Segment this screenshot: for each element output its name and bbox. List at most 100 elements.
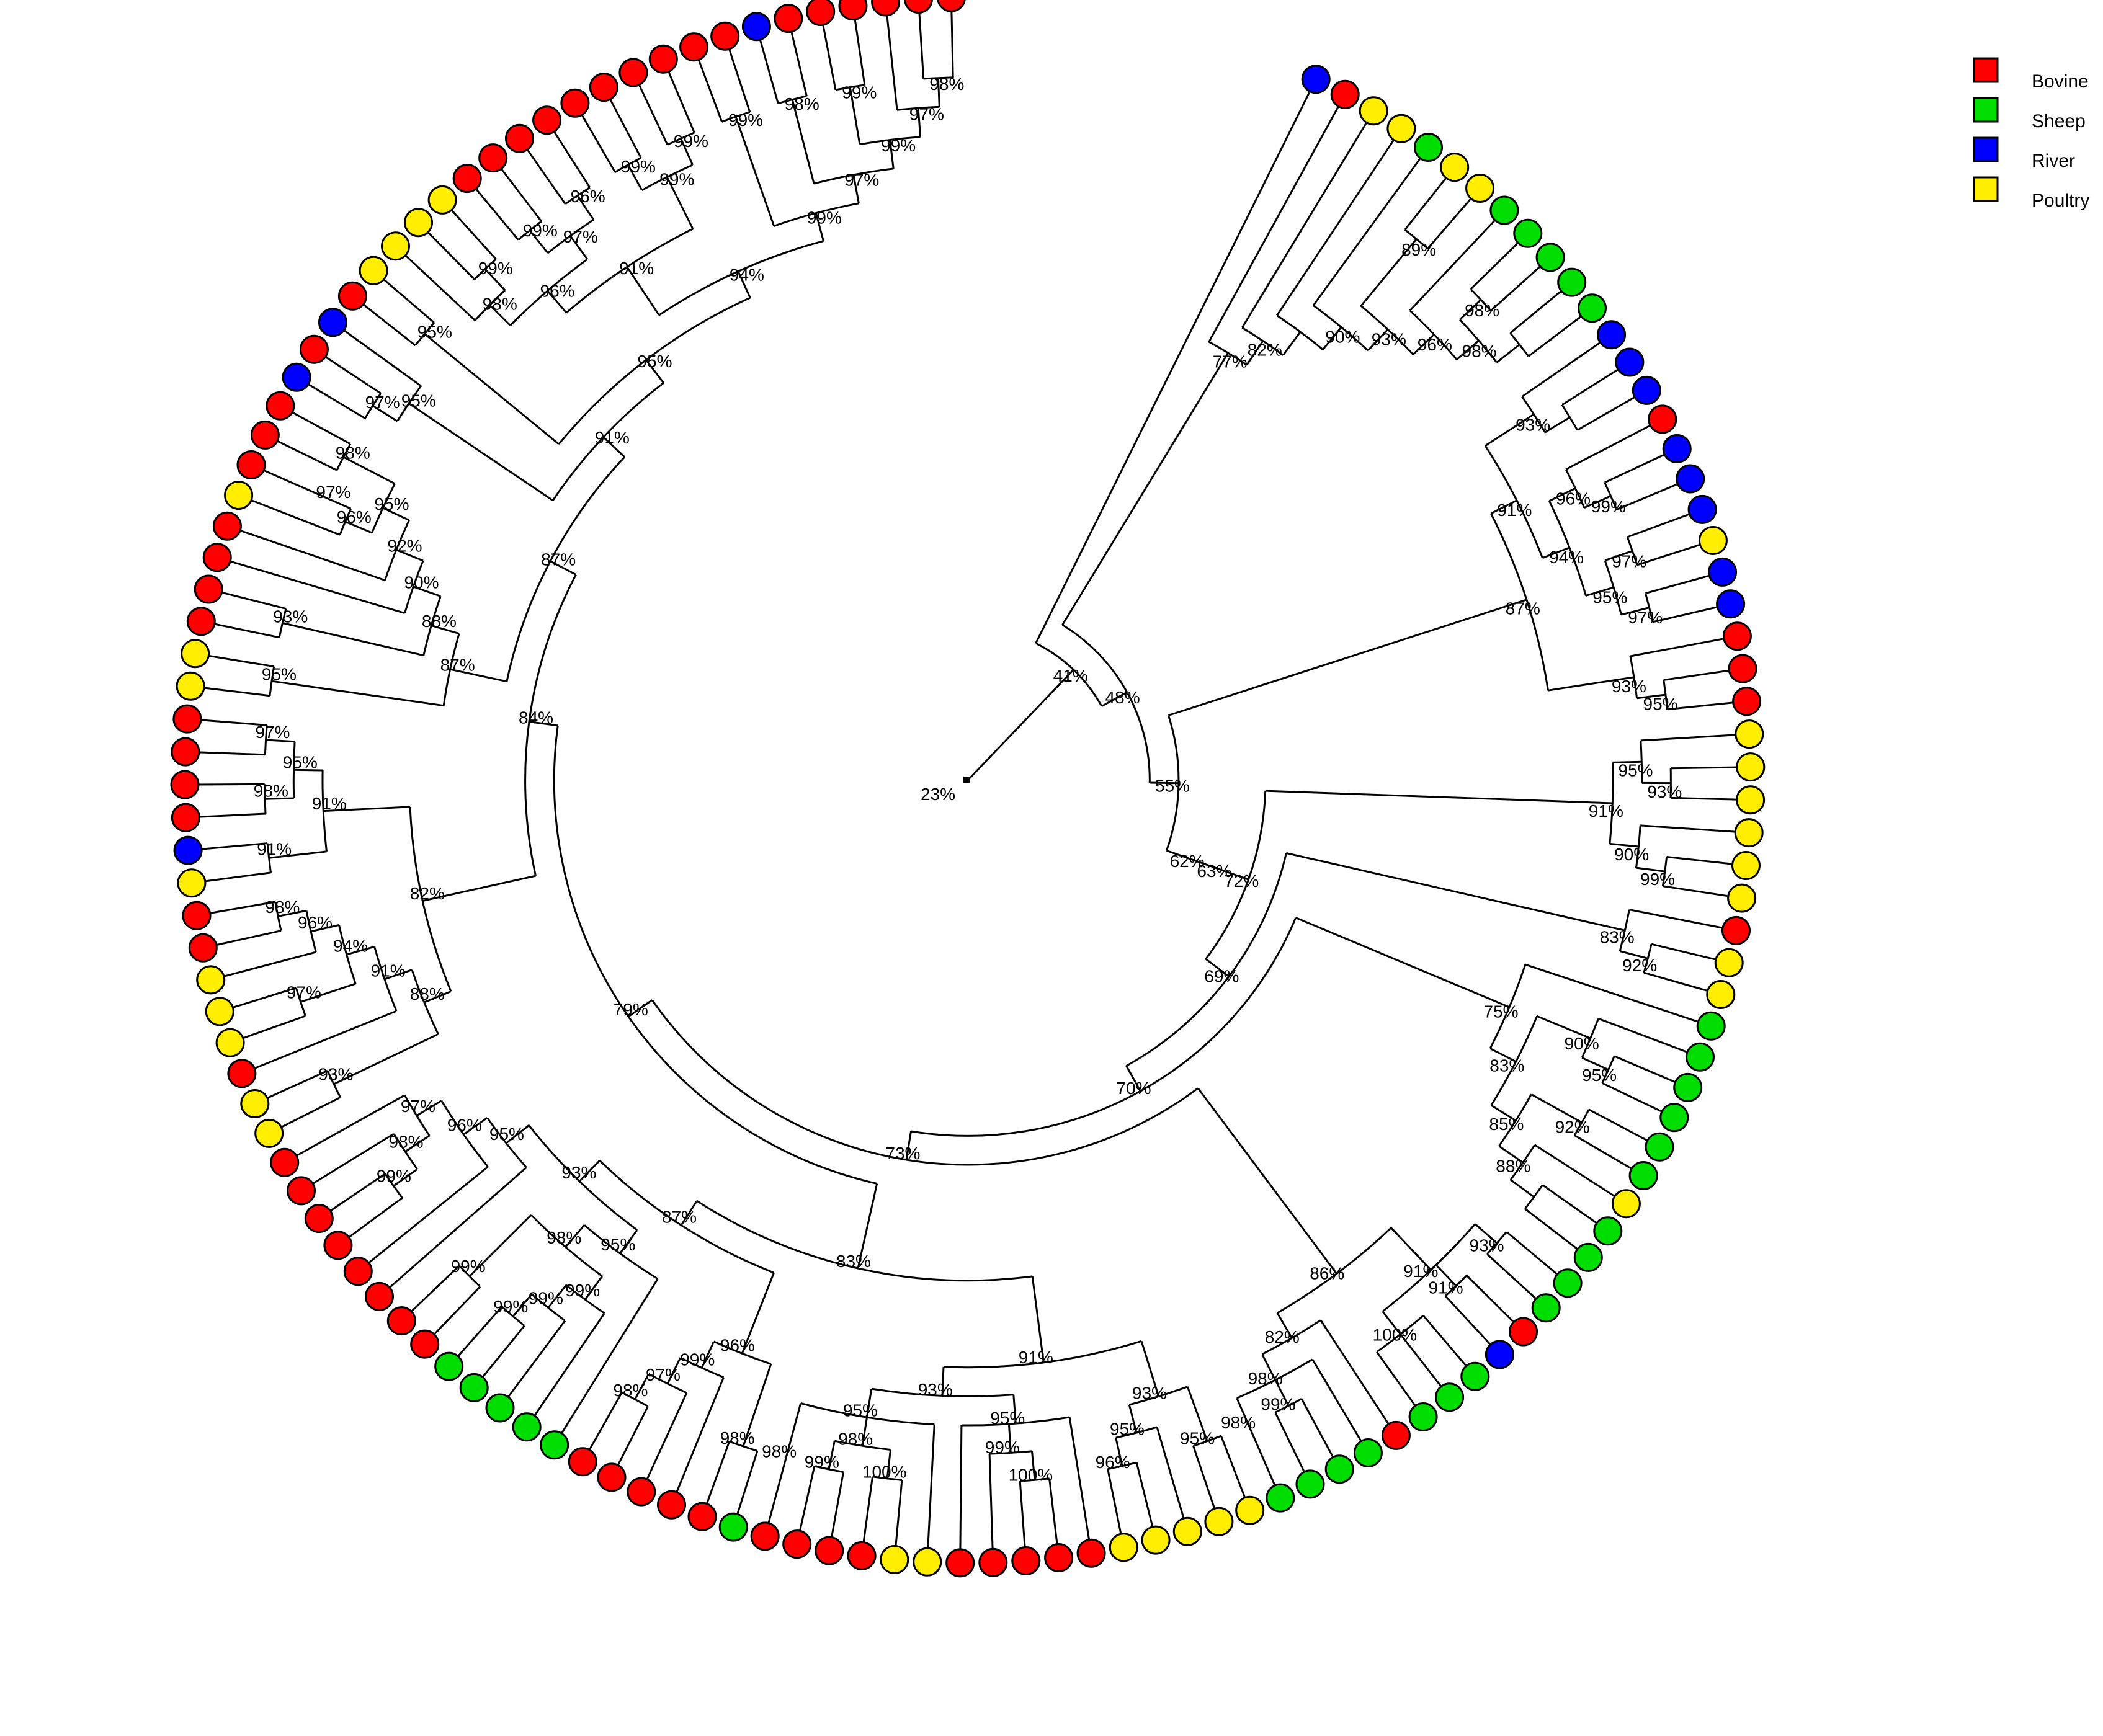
branch bbox=[1670, 796, 1737, 801]
branch bbox=[1498, 1145, 1524, 1164]
support-value: 91% bbox=[619, 259, 654, 278]
branch bbox=[1276, 139, 1395, 316]
branch bbox=[1537, 1015, 1591, 1039]
branch bbox=[308, 383, 366, 419]
legend-item-river: River bbox=[1973, 136, 2075, 171]
branch bbox=[372, 404, 398, 422]
branch bbox=[849, 87, 861, 145]
branch bbox=[1491, 1104, 1517, 1121]
tip-poultry bbox=[196, 965, 226, 995]
support-value: 99% bbox=[659, 170, 694, 189]
branch-arc bbox=[321, 770, 328, 852]
branch-arc bbox=[1509, 332, 1530, 357]
tip-poultry bbox=[1734, 818, 1764, 848]
branch bbox=[854, 19, 866, 86]
branch bbox=[1542, 1184, 1597, 1224]
support-value: 94% bbox=[730, 265, 764, 284]
branch bbox=[668, 71, 695, 133]
support-value: 93% bbox=[273, 607, 308, 626]
branch bbox=[941, 1366, 945, 1396]
support-value: 98% bbox=[785, 94, 819, 114]
tip-poultry bbox=[1141, 1525, 1171, 1555]
branch-arc bbox=[1313, 305, 1369, 352]
branch-arc bbox=[506, 456, 625, 682]
tip-sheep bbox=[1628, 1161, 1658, 1190]
branch bbox=[408, 403, 554, 502]
tip-bovine bbox=[838, 0, 868, 21]
branch bbox=[214, 623, 280, 639]
support-value: 91% bbox=[371, 961, 406, 980]
branch bbox=[628, 999, 653, 1018]
branch bbox=[1382, 1311, 1401, 1335]
tip-poultry bbox=[1736, 785, 1766, 815]
tip-sheep bbox=[1408, 1402, 1438, 1431]
branch-arc bbox=[501, 1306, 525, 1327]
branch bbox=[416, 1100, 442, 1117]
tip-bovine bbox=[806, 0, 836, 26]
support-value: 62% bbox=[1170, 852, 1205, 871]
branch bbox=[918, 12, 925, 79]
tip-bovine bbox=[171, 737, 200, 767]
support-value: 99% bbox=[621, 157, 656, 176]
branch bbox=[1312, 158, 1421, 306]
branch bbox=[1470, 242, 1519, 290]
branch-arc bbox=[599, 1160, 775, 1274]
branch bbox=[1627, 513, 1690, 538]
tip-poultry bbox=[1440, 153, 1470, 182]
tip-poultry bbox=[215, 1028, 245, 1057]
branch bbox=[638, 84, 669, 145]
tip-bovine bbox=[679, 32, 709, 62]
branch-arc bbox=[774, 202, 859, 227]
tip-bovine bbox=[186, 607, 216, 636]
tip-poultry bbox=[427, 185, 457, 215]
branch bbox=[343, 329, 422, 387]
support-value: 85% bbox=[1489, 1115, 1524, 1134]
branch bbox=[1409, 219, 1496, 311]
branch bbox=[475, 188, 519, 241]
branch bbox=[886, 1449, 891, 1479]
branch-arc bbox=[336, 443, 352, 471]
branch bbox=[342, 456, 396, 485]
branch bbox=[1048, 1478, 1058, 1544]
support-value: 97% bbox=[365, 393, 400, 412]
branch bbox=[1156, 1427, 1185, 1519]
tip-poultry bbox=[1735, 719, 1764, 749]
branch-arc bbox=[558, 296, 751, 445]
tip-river bbox=[1687, 494, 1717, 524]
branch-arc bbox=[1490, 1015, 1538, 1106]
branch bbox=[1197, 1087, 1337, 1275]
branch bbox=[1565, 424, 1651, 471]
support-value: 98% bbox=[336, 443, 370, 463]
branch bbox=[1609, 842, 1639, 848]
support-value: 91% bbox=[1403, 1262, 1438, 1281]
branch bbox=[676, 1377, 725, 1493]
support-value: 97% bbox=[287, 983, 321, 1002]
branch bbox=[1619, 950, 1648, 959]
branch bbox=[481, 1325, 525, 1378]
support-value: 100% bbox=[1009, 1465, 1053, 1484]
branch bbox=[1485, 413, 1535, 447]
support-value: 91% bbox=[1589, 801, 1623, 821]
support-value: 99% bbox=[881, 136, 916, 155]
support-value: 99% bbox=[529, 1289, 563, 1308]
support-value: 98% bbox=[254, 781, 288, 801]
branch bbox=[292, 411, 351, 445]
branch-arc bbox=[1489, 964, 1527, 1049]
branch bbox=[1621, 607, 1650, 616]
branch bbox=[666, 176, 694, 229]
branch bbox=[254, 1010, 397, 1069]
tip-sheep bbox=[718, 1512, 748, 1542]
branch bbox=[507, 1320, 566, 1398]
branch-arc bbox=[1629, 656, 1638, 698]
tip-bovine bbox=[410, 1329, 440, 1359]
branch bbox=[1031, 1451, 1036, 1480]
support-value: 93% bbox=[561, 1163, 596, 1182]
tip-sheep bbox=[1686, 1042, 1715, 1072]
branch-arc bbox=[530, 1214, 603, 1277]
branch bbox=[263, 469, 325, 498]
branch bbox=[411, 1265, 460, 1312]
support-value: 55% bbox=[1155, 777, 1190, 796]
support-value: 72% bbox=[1224, 871, 1259, 891]
tip-bovine bbox=[937, 0, 966, 12]
branch bbox=[324, 356, 382, 394]
